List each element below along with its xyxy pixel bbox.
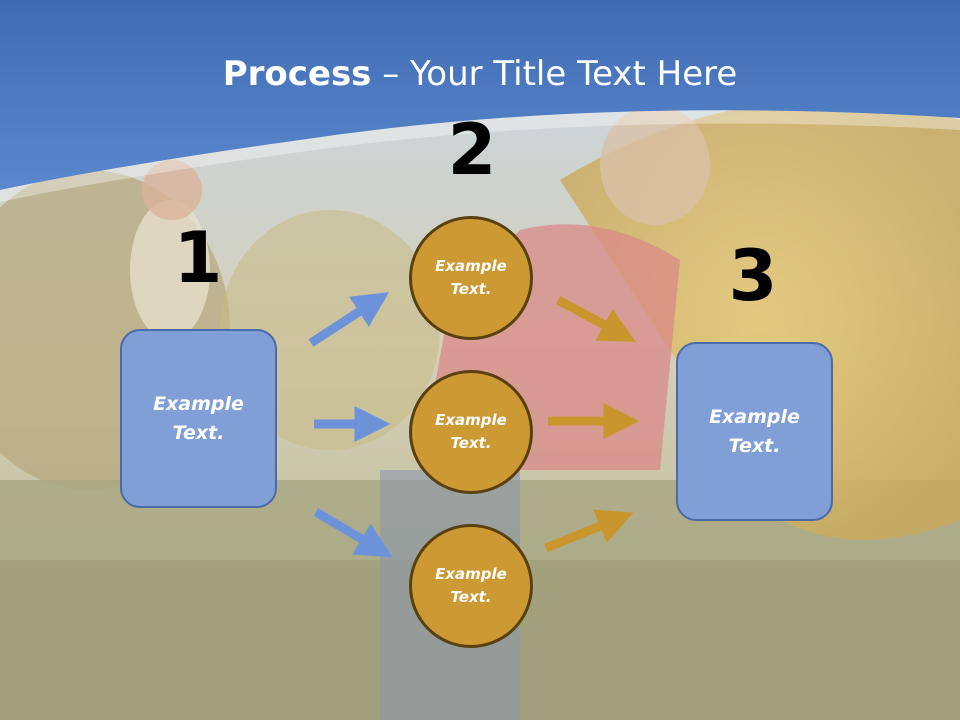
arrow-gold-down-icon <box>555 296 636 342</box>
arrow-blue-up-icon <box>308 292 390 347</box>
circle-step-top[interactable]: Example Text. <box>409 216 533 340</box>
circle-text-middle: Example Text. <box>435 411 507 452</box>
arrow-gold-up-icon <box>544 509 634 553</box>
step-number-3: 3 <box>728 235 778 317</box>
step-number-2: 2 <box>447 109 497 191</box>
right-box-text: Example Text. <box>709 405 800 457</box>
circle-text-top: Example Text. <box>435 257 507 298</box>
title-rest: – Your Title Text Here <box>371 54 738 94</box>
circle-text-bottom: Example Text. <box>435 565 507 606</box>
slide-title: Process – Your Title Text Here <box>0 52 960 96</box>
right-process-box[interactable]: Example Text. <box>676 342 833 521</box>
step-number-1: 1 <box>173 217 223 299</box>
title-bold: Process <box>222 54 372 94</box>
left-box-text: Example Text. <box>153 392 244 444</box>
circle-step-bottom[interactable]: Example Text. <box>409 524 533 648</box>
circle-step-middle[interactable]: Example Text. <box>409 370 533 494</box>
arrow-blue-down-icon <box>313 508 393 558</box>
left-process-box[interactable]: Example Text. <box>120 329 277 508</box>
